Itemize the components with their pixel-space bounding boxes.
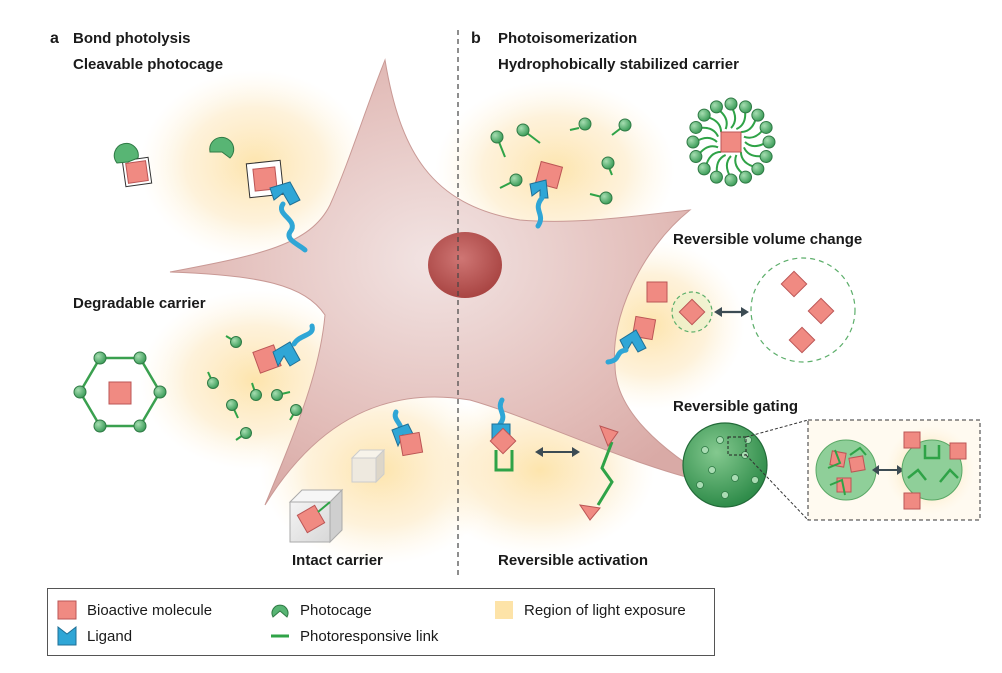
micelle-head bbox=[689, 150, 703, 164]
micelle-head bbox=[762, 135, 776, 149]
panel-a-letter: a bbox=[50, 30, 59, 47]
reversible-activation bbox=[489, 397, 619, 521]
legend-light: Region of light exposure bbox=[494, 600, 686, 620]
panel-b-letter: b bbox=[471, 30, 481, 47]
legend-ligand-label: Ligand bbox=[87, 627, 133, 645]
hydrophobic-unimers bbox=[490, 117, 632, 205]
micelle-head bbox=[739, 170, 753, 184]
micelle-head bbox=[697, 108, 711, 122]
label-reversible-volume: Reversible volume change bbox=[673, 231, 863, 248]
photocage-icon bbox=[271, 604, 289, 618]
micelle-head bbox=[751, 108, 765, 122]
intact-carrier-cube bbox=[288, 488, 344, 544]
micelle-cargo bbox=[720, 131, 742, 153]
legend-light-label: Region of light exposure bbox=[524, 601, 686, 619]
legend-photocage: Photocage bbox=[270, 600, 372, 620]
micelle-head bbox=[709, 170, 723, 184]
degraded-fragments bbox=[207, 335, 302, 441]
micelle-head bbox=[724, 97, 738, 111]
photocage-released bbox=[209, 136, 235, 159]
light-exposure-icon bbox=[495, 601, 513, 619]
legend-ligand: Ligand bbox=[57, 626, 132, 646]
label-cleavable-photocage: Cleavable photocage bbox=[73, 56, 224, 73]
micelle-head bbox=[724, 173, 738, 187]
legend-bioactive-label: Bioactive molecule bbox=[87, 601, 213, 619]
legend: Bioactive molecule Ligand Photocage Phot… bbox=[47, 588, 715, 656]
legend-photocage-label: Photocage bbox=[300, 601, 372, 619]
ligand-icon bbox=[57, 626, 77, 646]
micelle-head bbox=[739, 100, 753, 114]
released-molecule-on-ligand-b bbox=[391, 409, 424, 457]
released-molecule-on-ligand-a bbox=[252, 323, 315, 374]
photocage-free-molecule bbox=[113, 142, 153, 188]
panel-b-title: Photoisomerization bbox=[498, 30, 638, 47]
micelle-head bbox=[689, 120, 703, 134]
micelle-head bbox=[697, 162, 711, 176]
label-reversible-activation: Reversible activation bbox=[498, 552, 649, 569]
reversible-volume-change bbox=[605, 257, 856, 365]
micelle-head bbox=[759, 120, 773, 134]
label-intact-carrier: Intact carrier bbox=[292, 552, 383, 569]
nucleus bbox=[428, 232, 502, 298]
label-degradable-carrier: Degradable carrier bbox=[73, 295, 206, 312]
legend-bioactive: Bioactive molecule bbox=[57, 600, 212, 620]
reversible-gating bbox=[682, 419, 981, 521]
released-molecule-on-ligand-c bbox=[529, 160, 564, 229]
intact-carrier-small-cube bbox=[350, 448, 386, 484]
cell bbox=[169, 58, 721, 506]
micelle-carrier bbox=[686, 97, 776, 187]
caged-molecule-on-ligand bbox=[245, 159, 308, 253]
panel-a-title: Bond photolysis bbox=[73, 30, 191, 47]
micelle-head bbox=[709, 100, 723, 114]
photoresponsive-link-icon bbox=[271, 634, 289, 638]
micelle-head bbox=[751, 162, 765, 176]
label-reversible-gating: Reversible gating bbox=[673, 398, 799, 415]
legend-link: Photoresponsive link bbox=[270, 626, 438, 646]
degradable-carrier-hexagon bbox=[73, 351, 167, 433]
micelle-head bbox=[686, 135, 700, 149]
bioactive-molecule-icon bbox=[57, 600, 77, 620]
micelle-head bbox=[759, 150, 773, 164]
label-hydrophobic-carrier: Hydrophobically stabilized carrier bbox=[498, 56, 739, 73]
legend-link-label: Photoresponsive link bbox=[300, 627, 439, 645]
